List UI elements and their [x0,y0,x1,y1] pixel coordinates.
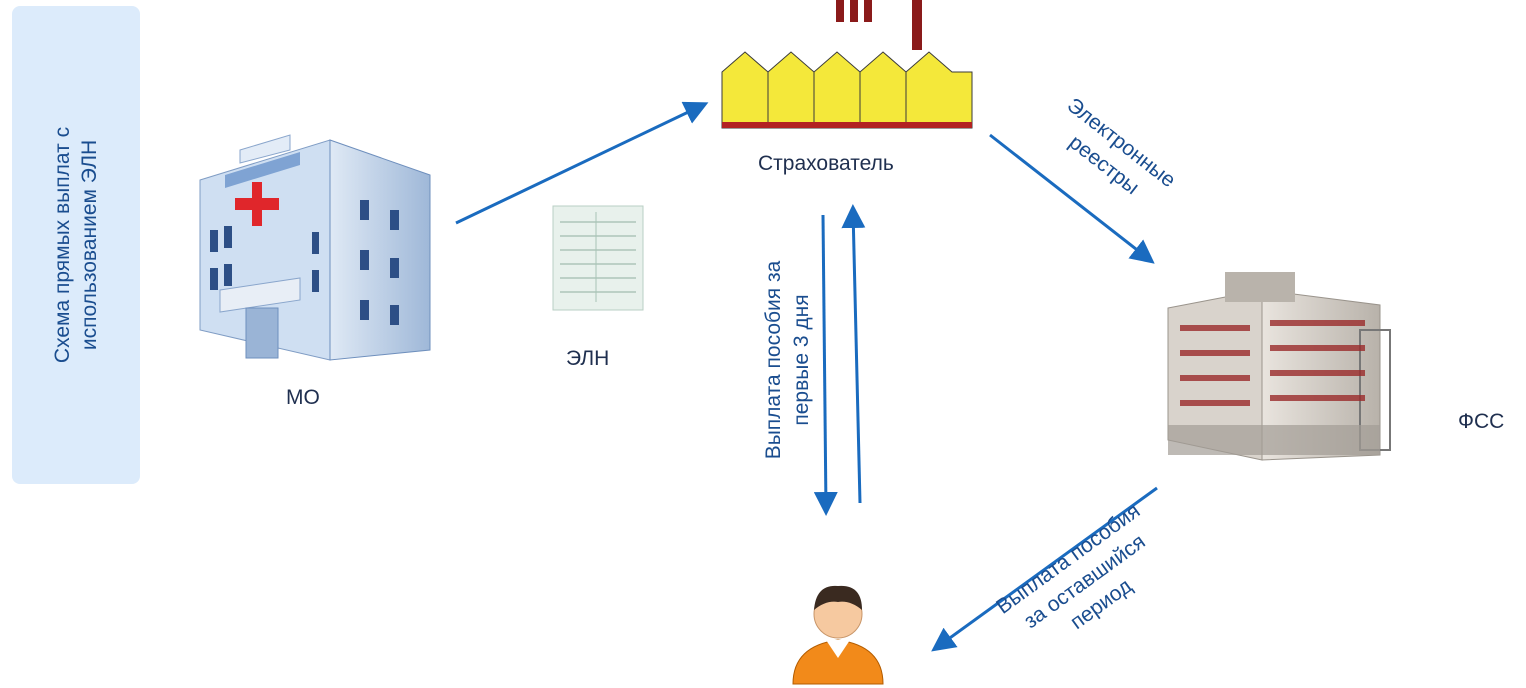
node-label-fss: ФСС [1458,410,1505,433]
arrow-fss-to-person [931,486,1158,652]
arrow-insurer-to-person [813,214,838,516]
arrow-label-first-3-days-line1: Выплата пособия за [762,260,785,460]
arrow-person-to-insurer [841,204,866,504]
node-label-eln: ЭЛН [566,347,610,370]
hospital-icon [199,134,431,361]
person-icon [792,585,884,685]
node-label-insurer: Страхователь [758,152,894,175]
arrow-insurer-to-fss [989,133,1155,264]
arrow-label-first-3-days: Выплата пособия за первые 3 дня [760,230,816,490]
arrow-mo-to-insurer [455,101,709,225]
side-panel [12,6,140,484]
factory-icon [721,0,973,129]
office-building-icon [1167,272,1391,461]
node-label-mo: МО [286,386,320,409]
arrow-label-first-3-days-line2: первые 3 дня [790,294,813,426]
document-icon [552,205,644,311]
